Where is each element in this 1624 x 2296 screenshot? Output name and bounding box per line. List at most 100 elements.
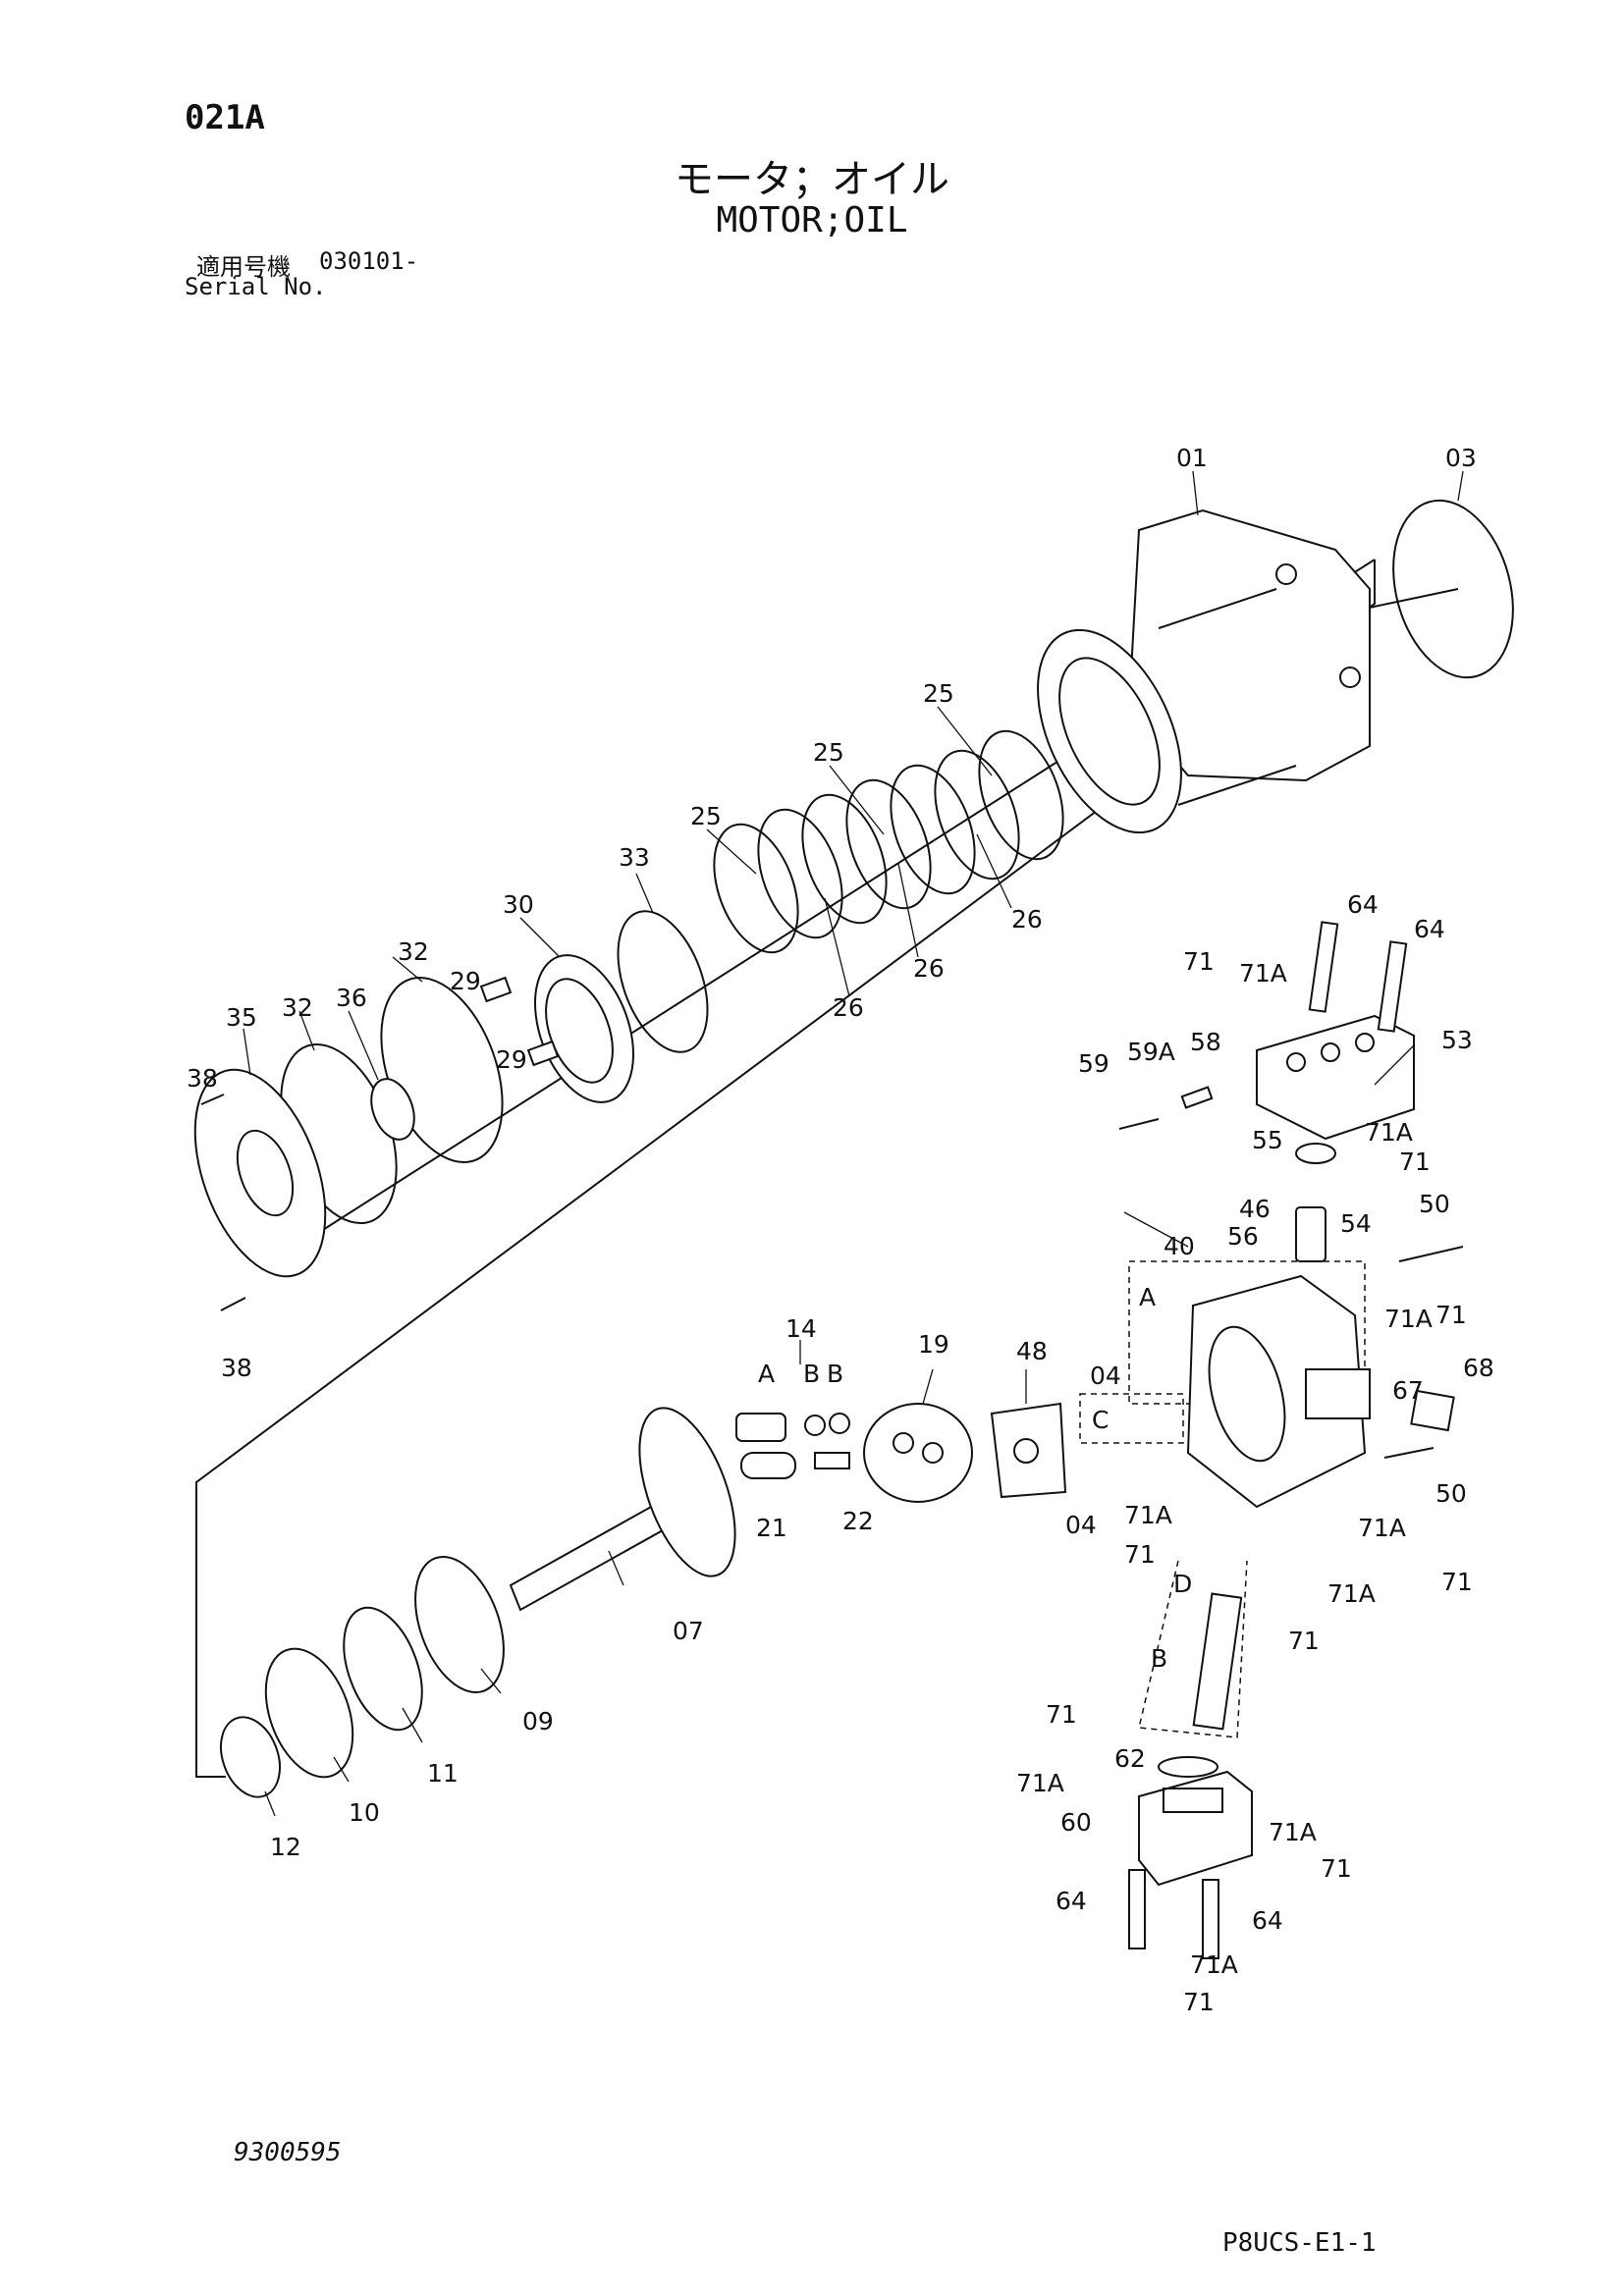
spool-part-b: [1192, 1592, 1243, 1731]
callout-38-b: 38: [221, 1354, 252, 1382]
callout-62: 62: [1114, 1744, 1146, 1773]
bolt-part-50-b: [1383, 1447, 1435, 1459]
callout-21: 21: [756, 1514, 787, 1542]
seal-part-12: [220, 1716, 281, 1798]
callout-53: 53: [1441, 1026, 1473, 1054]
callout-D: D: [1173, 1570, 1192, 1598]
callout-25-b: 25: [813, 738, 844, 767]
cover-block-part-60: [1138, 1770, 1253, 1887]
callout-55: 55: [1252, 1126, 1283, 1154]
bolt-part-50-a: [1398, 1246, 1464, 1262]
page-title-japanese: モータ；オイル: [675, 157, 949, 202]
callout-19: 19: [918, 1330, 949, 1359]
callout-35: 35: [226, 1003, 257, 1032]
bolt-part-38-b: [220, 1297, 246, 1311]
callout-71-g: 71: [1046, 1700, 1077, 1729]
snap-ring-part-11: [343, 1606, 423, 1732]
callout-71-e: 71: [1441, 1568, 1473, 1596]
callout-01: 01: [1176, 444, 1208, 472]
callout-B-3: B: [827, 1360, 843, 1388]
friction-plates-parts-25-26: [713, 729, 1064, 954]
callout-12: 12: [270, 1833, 301, 1861]
callout-71A-g: 71A: [1016, 1769, 1064, 1797]
callout-10: 10: [349, 1798, 380, 1827]
callout-14: 14: [785, 1314, 817, 1343]
callout-03: 03: [1445, 444, 1477, 472]
callout-07: 07: [673, 1617, 704, 1645]
callout-56: 56: [1227, 1222, 1259, 1251]
callout-32-b: 32: [282, 993, 313, 1022]
page-code: 021A: [185, 98, 265, 137]
callout-04-a: 04: [1090, 1362, 1121, 1390]
callout-26-b: 26: [913, 954, 945, 983]
pin-part-21: [740, 1452, 796, 1479]
o-ring-part-55: [1295, 1143, 1336, 1164]
callout-68: 68: [1463, 1354, 1494, 1382]
callout-40: 40: [1164, 1232, 1195, 1260]
callout-71A-a: 71A: [1239, 959, 1287, 988]
callout-71A-i: 71A: [1190, 1950, 1238, 1979]
callout-64-c: 64: [1056, 1887, 1087, 1915]
callout-36: 36: [336, 984, 367, 1012]
callout-A-1: A: [1139, 1283, 1156, 1311]
callout-26-a: 26: [1011, 905, 1043, 934]
callout-58: 58: [1190, 1028, 1221, 1056]
callout-A-2: A: [758, 1360, 775, 1388]
callout-71A-h: 71A: [1269, 1818, 1317, 1846]
motor-housing-part-01: [1037, 508, 1371, 834]
serial-label-japanese: 適用号機: [196, 253, 291, 281]
springs-part-29: [479, 976, 560, 1067]
brake-piston-part-30: [534, 954, 634, 1103]
callout-64-b: 64: [1414, 915, 1445, 943]
callout-71-h: 71: [1321, 1854, 1352, 1883]
bolt-part-64-c: [1128, 1869, 1146, 1949]
callout-64-d: 64: [1252, 1906, 1283, 1935]
assembly-outline-part-40: [1128, 1260, 1366, 1405]
bolt-part-64-b: [1377, 940, 1408, 1033]
callout-71-f: 71: [1288, 1627, 1320, 1655]
callout-50-b: 50: [1435, 1479, 1467, 1508]
callout-48: 48: [1016, 1337, 1048, 1365]
callout-25-a: 25: [923, 679, 954, 708]
serial-number-value: 030101-: [319, 247, 419, 275]
callout-B: B: [1151, 1644, 1167, 1673]
document-number: 9300595: [234, 2138, 342, 2167]
o-ring-part-33: [617, 910, 709, 1053]
callout-38-a: 38: [187, 1064, 218, 1093]
callout-71-a: 71: [1183, 947, 1215, 976]
seal-part-36: [370, 1078, 415, 1141]
callout-71-c: 71: [1435, 1301, 1467, 1329]
callout-60: 60: [1060, 1808, 1092, 1837]
serial-label: Serial No.: [185, 273, 327, 300]
bearing-part-09: [414, 1555, 505, 1694]
assembly-outline-spool-b: [1138, 1560, 1248, 1738]
cover-part-35: [193, 1068, 327, 1278]
page-title: MOTOR;OIL: [716, 200, 908, 240]
callout-71A-b: 71A: [1365, 1118, 1413, 1147]
drive-shaft-part-07: [509, 1407, 736, 1612]
callout-04-b: 04: [1065, 1511, 1097, 1539]
callout-29-a: 29: [450, 967, 481, 995]
sheet-code: P8UCS-E1-1: [1222, 2228, 1377, 2258]
piston-parts-14: [735, 1413, 850, 1442]
bolt-part-38-a: [200, 1094, 225, 1105]
callout-C: C: [1092, 1406, 1109, 1434]
callout-67: 67: [1392, 1376, 1424, 1405]
callout-29-b: 29: [496, 1045, 527, 1074]
callout-71A-c: 71A: [1384, 1305, 1433, 1333]
cylinder-block-part-19: [863, 1403, 973, 1503]
callout-59A: 59A: [1127, 1038, 1175, 1066]
valve-block-part-53: [1256, 1014, 1415, 1141]
o-ring-part-03: [1392, 499, 1514, 679]
callout-11: 11: [427, 1759, 459, 1788]
callout-46: 46: [1239, 1195, 1271, 1223]
callout-71-i: 71: [1183, 1988, 1215, 2016]
callout-labels: 01 03 25 25 25 26 26 26 33 30 32 32 36 3…: [187, 444, 1494, 2016]
callout-B-2: B: [803, 1360, 820, 1388]
callout-50-a: 50: [1419, 1190, 1450, 1218]
callout-22: 22: [842, 1507, 874, 1535]
callout-33: 33: [619, 843, 650, 872]
callout-59: 59: [1078, 1049, 1110, 1078]
callout-09: 09: [522, 1707, 554, 1735]
o-ring-part-62: [1158, 1756, 1218, 1778]
